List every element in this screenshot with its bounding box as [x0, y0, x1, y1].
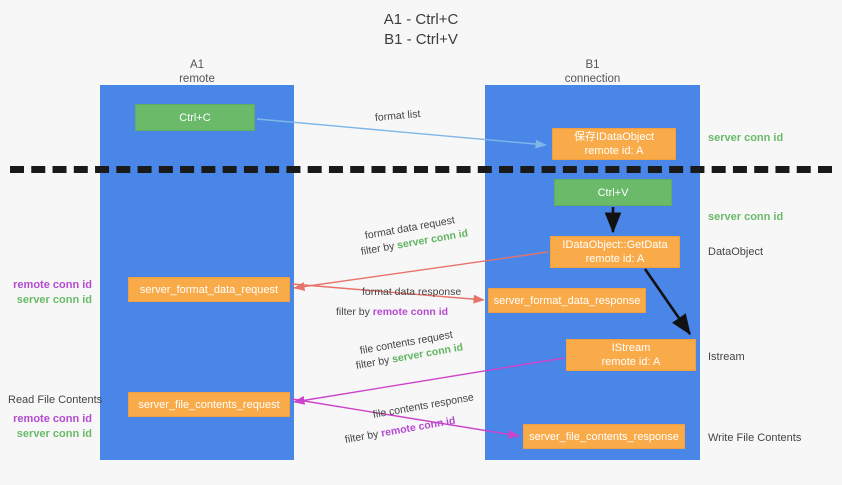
edge-label-format-data-response: format data response — [362, 286, 462, 298]
node-server-file-contents-request-label: server_file_contents_request — [138, 398, 280, 411]
arrow-format-data-request — [293, 251, 549, 291]
title-line-2: B1 - Ctrl+V — [384, 31, 458, 48]
node-getdata-line1: IDataObject::GetData — [562, 239, 668, 251]
annotation-write-file-contents: Write File Contents — [708, 432, 802, 444]
annotation-server-conn-id-lower: server conn id — [16, 428, 92, 440]
diagram-title: A1 - Ctrl+C B1 - Ctrl+V — [0, 10, 842, 50]
node-save-idataobject-line2: remote id: A — [584, 145, 644, 157]
node-server-format-data-response[interactable]: server_format_data_response — [488, 288, 646, 313]
node-getdata-line2: remote id: A — [585, 253, 645, 265]
column-b1-name: B1 — [585, 59, 600, 71]
column-header-a1: A1 remote — [100, 58, 294, 86]
annotation-read-file-contents: Read File Contents — [8, 394, 103, 406]
column-a1-name: A1 — [189, 59, 205, 71]
node-ctrl-v-label: Ctrl+V — [597, 186, 629, 199]
title-line-1: A1 - Ctrl+C — [383, 11, 459, 28]
node-idataobject-getdata[interactable]: IDataObject::GetData remote id: A — [550, 236, 680, 268]
arrow-getdata-to-istream — [643, 268, 692, 336]
annotation-dataobject: DataObject — [708, 246, 764, 258]
node-ctrl-c[interactable]: Ctrl+C — [135, 104, 255, 131]
column-a1-sub: remote — [179, 73, 215, 85]
node-save-idataobject[interactable]: 保存IDataObject remote id: A — [552, 128, 676, 160]
node-server-format-data-response-label: server_format_data_response — [493, 294, 641, 307]
phase-divider — [10, 166, 832, 173]
annotation-conn-ids-lower: remote conn id server conn id — [8, 412, 92, 442]
node-server-file-contents-response[interactable]: server_file_contents_response — [523, 424, 685, 449]
node-istream-line1: IStream — [611, 342, 651, 354]
node-istream-line2: remote id: A — [601, 356, 661, 368]
node-server-file-contents-response-label: server_file_contents_response — [529, 430, 679, 443]
arrow-file-contents-response — [291, 398, 520, 439]
annotation-conn-ids-upper: remote conn id server conn id — [8, 278, 92, 308]
annotation-istream: Istream — [708, 351, 745, 363]
node-server-format-data-request-label: server_format_data_request — [139, 283, 279, 296]
edge-label-format-data-response-filter: filter by remote conn id — [336, 305, 448, 319]
column-b1-sub: connection — [564, 73, 621, 85]
node-save-idataobject-line1: 保存IDataObject — [573, 131, 655, 143]
node-ctrl-v[interactable]: Ctrl+V — [554, 179, 672, 206]
node-server-format-data-request[interactable]: server_format_data_request — [128, 277, 290, 302]
annotation-server-conn-id-upper: server conn id — [16, 294, 92, 306]
node-ctrl-c-label: Ctrl+C — [179, 111, 211, 124]
arrow-format-list — [256, 118, 547, 149]
filter-prefix: filter by — [336, 306, 373, 318]
filter-tag-remote-conn-id: remote conn id — [372, 306, 449, 318]
arrow-file-contents-request — [293, 357, 565, 405]
annotation-server-conn-id-second: server conn id — [708, 211, 784, 223]
annotation-remote-conn-id-upper: remote conn id — [13, 279, 92, 291]
node-server-file-contents-request[interactable]: server_file_contents_request — [128, 392, 290, 417]
arrow-format-data-response — [291, 283, 485, 304]
node-istream[interactable]: IStream remote id: A — [566, 339, 696, 371]
column-header-b1: B1 connection — [485, 58, 700, 86]
annotation-server-conn-id-top: server conn id — [708, 132, 784, 144]
annotation-remote-conn-id-lower: remote conn id — [13, 413, 92, 425]
